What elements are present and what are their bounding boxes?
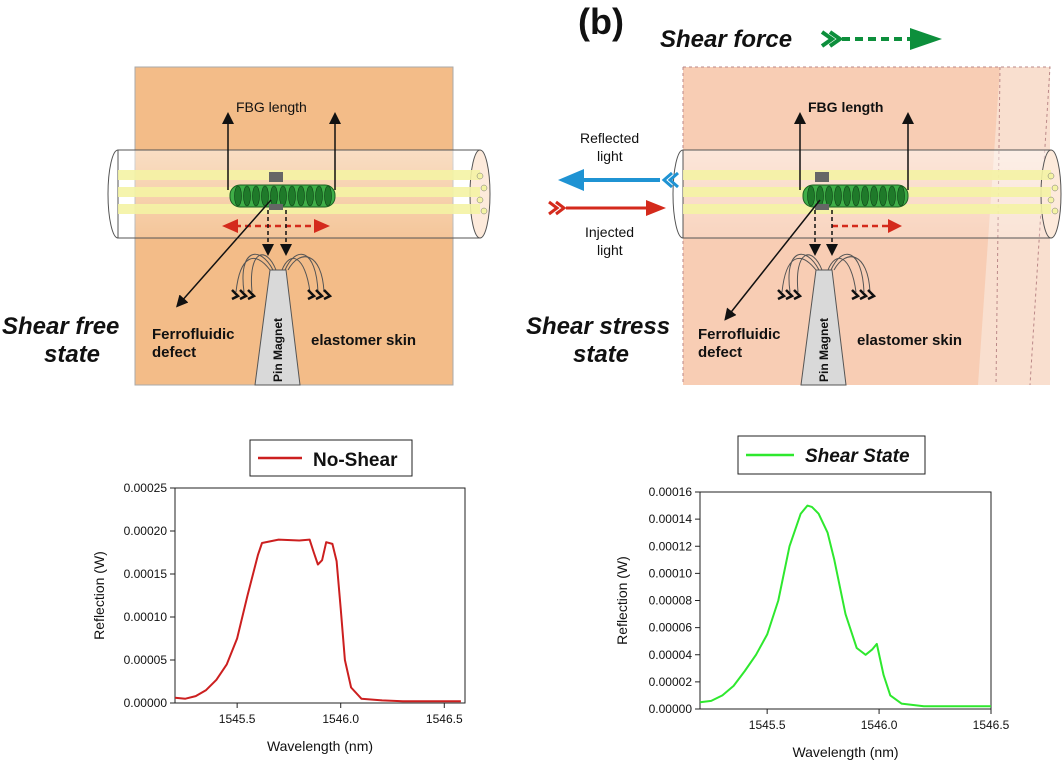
y-tick-label: 0.00016 [649,485,693,499]
state-label-line1: Shear stress [526,313,670,340]
strain-arrow [222,219,330,233]
y-tick-label: 0.00005 [124,653,168,667]
x-tick-label: 1545.5 [749,718,786,732]
injected-light-label-line2: light [597,242,623,258]
legend-box [249,439,413,477]
state-label-line2: state [44,341,100,368]
grating-ring [843,185,851,207]
pin-magnet [800,269,847,386]
fbg-length-label: FBG length [236,99,307,115]
grating-ring [834,185,842,207]
x-tick-label: 1545.5 [219,712,256,726]
grating-ring [288,185,296,207]
pin-magnet-label: Pin Magnet [817,318,831,382]
panel-label: (b) [578,1,624,42]
defect-label-line1: Ferrofluidic [698,326,781,343]
reflected-light-label-line2: light [597,148,623,164]
defect-label-line2: defect [698,344,742,361]
injected-light-label-line1: Injected [585,224,634,240]
injected-light-arrow [548,200,666,216]
chart-shear-state: Shear State 0.00000 0.00002 0.00004 0.00006 0… [614,435,1010,760]
fbg-length-label: FBG length [808,99,883,115]
shear-force-label: Shear force [660,26,792,53]
reflected-light-label-line1: Reflected [580,130,639,146]
grating-ring [324,185,332,207]
plot-frame [174,487,466,704]
grating-ring [234,185,242,207]
x-tick-label: 1546.5 [426,712,463,726]
series-line [699,504,991,708]
grating-ring [879,185,887,207]
chart-no-shear: No-Shear 0.00000 0.00005 0.00010 0.00015 0.00… [91,439,466,754]
left-diagram: FBG length Pin Magnet Ferrofluidic defec… [2,66,491,386]
legend-label: Shear State [805,446,910,467]
y-tick-label: 0.00010 [124,610,168,624]
defect-pointer-arrow [176,199,272,308]
elastomer-skin-label: elastomer skin [311,332,416,349]
pin-magnet [254,269,301,386]
y-tick-label: 0.00015 [124,567,168,581]
y-tick-label: 0.00010 [649,566,693,580]
y-tick-label: 0.00025 [124,481,168,495]
grating-ring [870,185,878,207]
y-axis-label: Reflection (W) [91,551,107,640]
y-tick-label: 0.00002 [649,675,693,689]
x-tick-label: 1546.5 [973,718,1010,732]
y-tick-label: 0.00006 [649,621,693,635]
grating-ring [297,185,305,207]
defect-pointer-arrow [724,199,821,321]
pin-magnet-label: Pin Magnet [271,318,285,382]
grating-ring [897,185,905,207]
x-tick-label: 1546.0 [861,718,898,732]
y-tick-label: 0.00008 [649,594,693,608]
elastomer-skin-label: elastomer skin [857,332,962,349]
right-diagram: FBG length Pin Magnet Ferrofluidic defec… [526,66,1062,386]
grating-ring [243,185,251,207]
y-axis-label: Reflection (W) [614,556,630,645]
grating-ring [861,185,869,207]
grating-ring [306,185,314,207]
grating-ring [825,185,833,207]
grating-ring [279,185,287,207]
grating-ring [807,185,815,207]
magnetic-field-lines [231,253,333,301]
y-tick-label: 0.00004 [649,648,693,662]
grating-ring [852,185,860,207]
y-tick-label: 0.00000 [649,702,693,716]
x-tick-label: 1546.0 [322,712,359,726]
defect-label-line1: Ferrofluidic [152,326,235,343]
y-tick-label: 0.00020 [124,524,168,538]
y-tick-label: 0.00000 [124,696,168,710]
legend-label: No-Shear [313,450,398,471]
strain-arrow [832,219,902,233]
x-axis-label: Wavelength (nm) [792,744,898,760]
magnetic-field-lines [777,253,877,301]
series-line [174,538,461,703]
grating-ring [252,185,260,207]
defect-label-line2: defect [152,344,196,361]
y-tick-label: 0.00012 [649,539,693,553]
grating-ring [315,185,323,207]
fbg-grating [802,172,909,210]
reflected-light-arrow [558,169,679,191]
plot-frame [699,491,992,710]
grating-ring [270,185,278,207]
state-label-line1: Shear free [2,313,119,340]
x-axis-label: Wavelength (nm) [267,738,373,754]
grating-ring [888,185,896,207]
y-tick-label: 0.00014 [649,512,693,526]
fbg-grating [229,172,336,210]
shear-force-arrow [820,28,942,50]
state-label-line2: state [573,341,629,368]
